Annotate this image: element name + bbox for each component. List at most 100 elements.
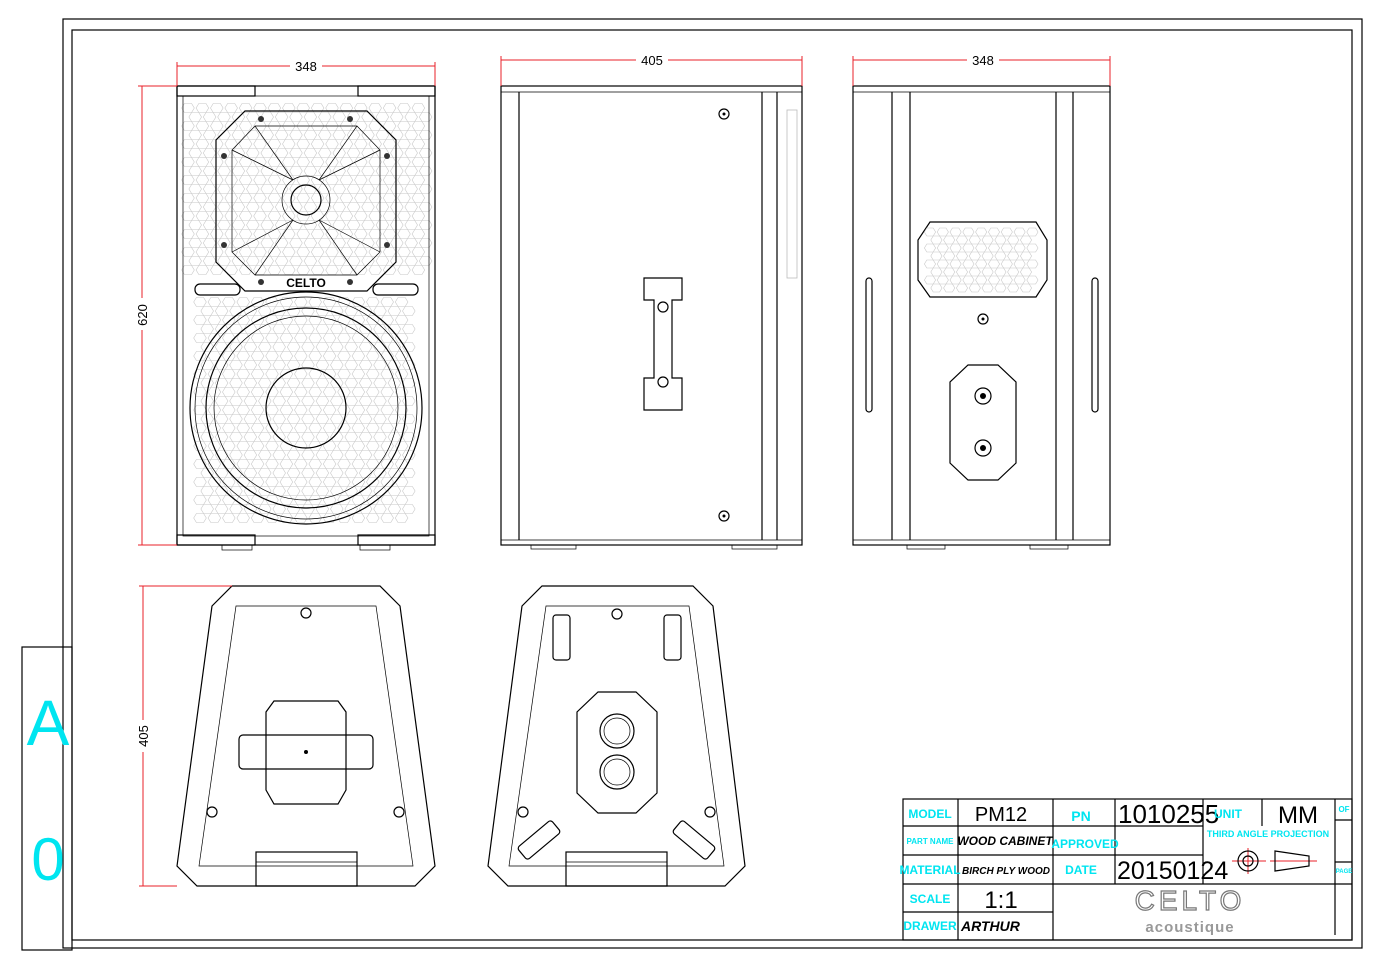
grille-hole	[188, 238, 202, 248]
grille-hole	[202, 112, 217, 122]
grille-hole	[949, 227, 962, 237]
grille-hole	[318, 130, 332, 140]
grille-hole	[267, 193, 282, 203]
grille-hole	[330, 324, 344, 334]
grille-hole	[375, 184, 390, 194]
grille-hole	[289, 130, 303, 140]
grille-hole	[200, 396, 214, 406]
grille-hole	[366, 441, 380, 451]
grille-hole	[373, 378, 387, 388]
grille-hole	[193, 351, 207, 361]
grille-hole	[200, 378, 214, 388]
grille-hole	[373, 450, 387, 460]
grille-hole	[351, 423, 366, 433]
grille-hole	[943, 251, 956, 261]
grille-hole	[1026, 243, 1039, 253]
grille-hole	[303, 202, 318, 212]
grille-hole	[968, 283, 981, 293]
grille-hole	[382, 229, 397, 239]
grille-hole	[301, 324, 315, 334]
grille-hole	[375, 220, 390, 230]
grille-hole	[397, 211, 411, 221]
grille-hole	[351, 351, 366, 361]
grille-hole	[397, 175, 411, 185]
grille-hole	[231, 220, 246, 230]
grille-hole	[243, 432, 258, 442]
grille-hole	[265, 351, 279, 361]
grille-hole	[193, 387, 207, 397]
grille-hole	[286, 468, 301, 478]
grille-hole	[222, 333, 236, 343]
grille-hole	[373, 396, 387, 406]
grille-hole	[315, 360, 330, 370]
grille-hole	[315, 378, 330, 388]
grille-hole	[250, 459, 265, 469]
grille-hole	[325, 211, 339, 221]
grille-hole	[250, 423, 265, 433]
grille-hole	[289, 112, 303, 122]
grille-hole	[202, 256, 217, 266]
grille-hole	[382, 193, 397, 203]
grille-hole	[217, 112, 231, 122]
side-view	[500, 85, 803, 550]
grille-hole	[402, 306, 416, 316]
grille-hole	[346, 202, 361, 212]
grille-hole	[380, 405, 394, 415]
grille-hole	[229, 450, 243, 460]
grille-hole	[358, 342, 373, 352]
grille-hole	[418, 166, 433, 176]
grille-hole	[250, 369, 265, 379]
grille-hole	[210, 175, 224, 185]
grille-hole	[274, 256, 289, 266]
grille-hole	[404, 184, 418, 194]
grille-hole	[253, 157, 267, 167]
grille-hole	[397, 247, 411, 257]
grille-hole	[207, 315, 222, 325]
grille-hole	[411, 211, 426, 221]
grille-hole	[930, 251, 943, 261]
grille-hole	[279, 477, 294, 487]
grille-hole	[260, 130, 274, 140]
grille-hole	[339, 265, 354, 275]
grille-hole	[344, 378, 358, 388]
grille-hole	[200, 504, 214, 514]
grille-hole	[207, 297, 222, 307]
grille-hole	[322, 405, 337, 415]
grille-hole	[200, 306, 214, 316]
brand-name: CELTO	[1135, 885, 1246, 916]
grille-hole	[943, 235, 956, 245]
bottom-view	[487, 585, 746, 887]
grille-hole	[366, 297, 380, 307]
woofer-dustcap	[265, 367, 347, 449]
grille-hole	[243, 306, 258, 316]
grille-hole	[279, 405, 294, 415]
front-width-dimension: 348	[295, 59, 317, 74]
grille-hole	[195, 265, 210, 275]
grille-hole	[337, 459, 351, 469]
grille-hole	[373, 504, 387, 514]
side-dimensions: 405	[500, 52, 803, 86]
grille-hole	[274, 148, 289, 158]
grille-hole	[956, 235, 968, 245]
grille-hole	[956, 283, 968, 293]
grille-hole	[949, 243, 962, 253]
grille-hole	[418, 184, 433, 194]
grille-hole	[981, 267, 994, 277]
grille-hole	[315, 306, 330, 316]
grille-hole	[390, 256, 404, 266]
grille-hole	[210, 265, 224, 275]
grille-hole	[936, 275, 949, 285]
grille-hole	[366, 513, 380, 523]
grille-hole	[310, 193, 325, 203]
grille-hole	[351, 459, 366, 469]
grille-hole	[373, 414, 387, 424]
grille-hole	[310, 229, 325, 239]
grille-hole	[962, 243, 975, 253]
grille-hole	[250, 405, 265, 415]
grille-hole	[308, 459, 322, 469]
grille-hole	[303, 220, 318, 230]
grille-hole	[224, 103, 238, 113]
grille-hole	[337, 351, 351, 361]
grille-hole	[301, 450, 315, 460]
grille-hole	[382, 265, 397, 275]
